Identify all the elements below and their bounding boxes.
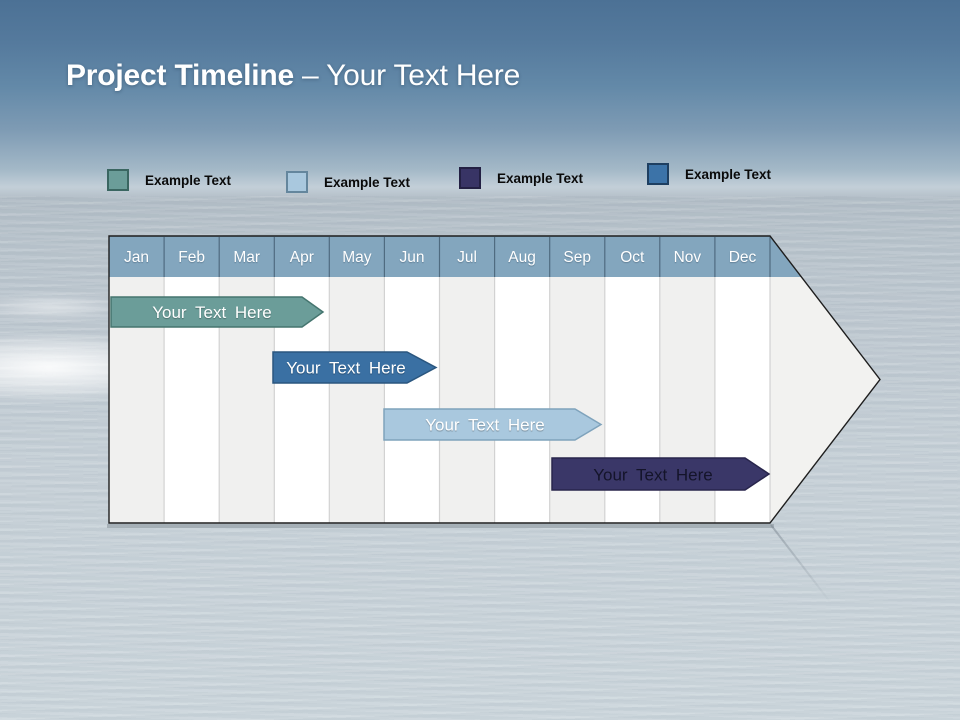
timeline-bar-label: Your Text Here [152, 303, 272, 322]
month-label: Jul [457, 249, 477, 266]
legend-item-2: Example Text [286, 171, 410, 193]
timeline-bar-shape [551, 457, 771, 491]
month-label: Jan [124, 249, 149, 266]
timeline-bar-1: Your Text Here [110, 296, 325, 328]
month-label: Nov [674, 249, 702, 266]
legend-label: Example Text [145, 172, 232, 188]
table-reflection [107, 524, 774, 528]
timeline-bar-shape [383, 408, 603, 441]
legend-label: Example Text [497, 170, 584, 186]
timeline-bar-4: Your Text Here [551, 457, 771, 491]
page-title-main: Project Timeline [66, 59, 294, 92]
legend-swatch-teal [107, 169, 129, 191]
month-label: Mar [233, 249, 260, 266]
month-label: Aug [508, 249, 536, 266]
legend-label: Example Text [685, 166, 772, 182]
month-label: Apr [290, 249, 314, 266]
legend-label: Example Text [324, 174, 411, 190]
timeline-bar-label: Your Text Here [286, 359, 406, 378]
timeline-bar-2: Your Text Here [272, 351, 438, 384]
header-dividers [163, 237, 771, 277]
legend-item-3: Example Text [459, 167, 583, 189]
month-label: May [342, 249, 372, 266]
timeline-bar-label: Your Text Here [425, 416, 545, 435]
month-label: Dec [729, 249, 757, 266]
timeline-arrow-outline [108, 235, 881, 524]
timeline-bar-shape [272, 351, 438, 384]
timeline-bar-3: Your Text Here [383, 408, 603, 441]
timeline-chart: Jan Feb Mar Apr May Jun Jul Aug Sep Oct … [108, 235, 882, 525]
legend-item-1: Example Text [107, 169, 231, 191]
month-label: Oct [620, 249, 645, 266]
page-title: Project Timeline– Your Text Here [66, 59, 520, 93]
month-header-band [109, 236, 802, 277]
month-labels: Jan Feb Mar Apr May Jun Jul Aug Sep Oct … [124, 249, 757, 266]
legend-swatch-navy [459, 167, 481, 189]
page-title-suffix: – Your Text Here [302, 59, 521, 92]
timeline-bar-label: Your Text Here [593, 466, 713, 485]
month-label: Feb [178, 249, 205, 266]
legend-swatch-lightblue [286, 171, 308, 193]
timeline-bar-shape [110, 296, 325, 328]
month-label: Sep [563, 249, 591, 266]
legend-swatch-blue [647, 163, 669, 185]
legend-item-4: Example Text [647, 163, 771, 185]
month-label: Jun [400, 249, 425, 266]
